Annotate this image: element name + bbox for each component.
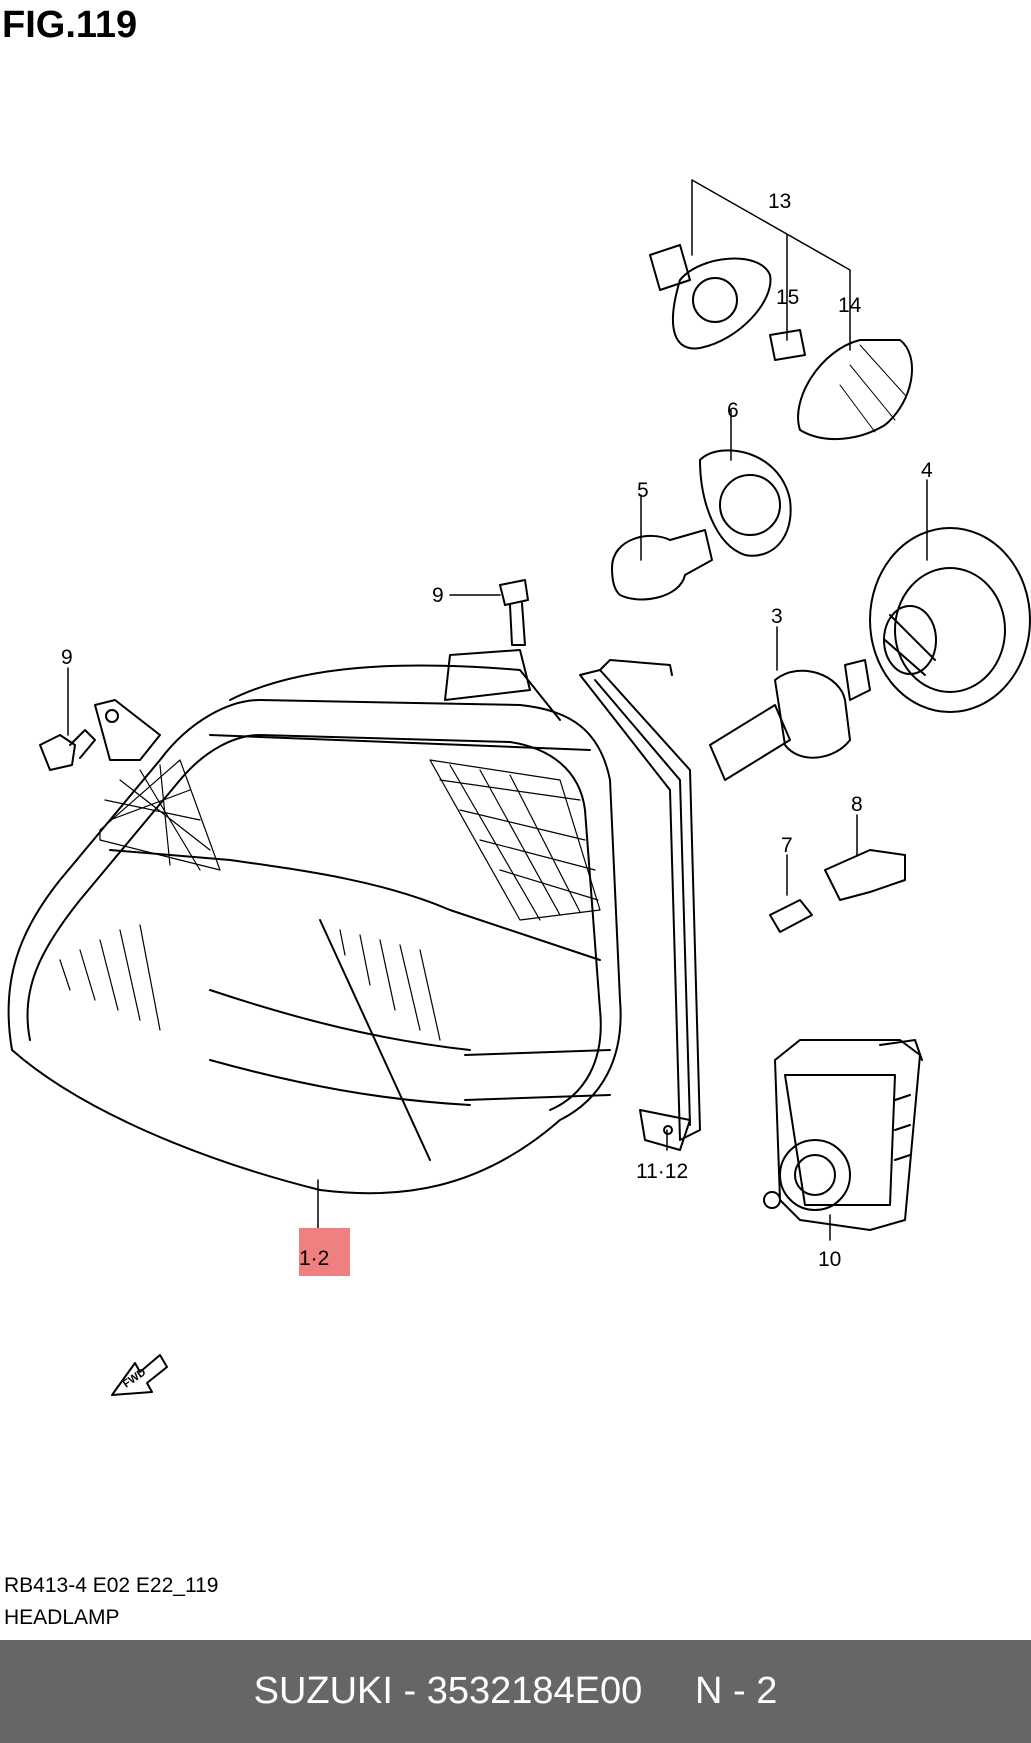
callout-3: 3 (771, 605, 783, 628)
small-bulbs-drawing (769, 849, 906, 933)
fwd-arrow-icon (111, 1354, 168, 1396)
socket-cover-drawing (869, 527, 1031, 713)
footer-bar: SUZUKI - 3532184E00 N - 2 (0, 1640, 1031, 1743)
callout-6: 6 (727, 399, 739, 422)
figure-caption: HEADLAMP (4, 1606, 120, 1629)
callout-14: 14 (838, 294, 862, 317)
bulb-socket-drawing (611, 449, 792, 601)
highlight-box (299, 1228, 350, 1276)
callout-15: 15 (776, 286, 799, 309)
footer-part-number: SUZUKI - 3532184E00 N - 2 (253, 1670, 778, 1712)
callout-7: 7 (781, 834, 793, 857)
callout-11-12: 11·12 (636, 1160, 688, 1183)
fog-lamp-unit-drawing (763, 1039, 923, 1231)
callout-10: 10 (818, 1248, 841, 1271)
callout-8: 8 (851, 793, 863, 816)
callout-4: 4 (921, 459, 933, 482)
callout-9-top: 9 (432, 584, 444, 607)
figure-code: RB413-4 E02 E22_119 (4, 1574, 219, 1597)
callout-5: 5 (637, 479, 649, 502)
callout-9-left: 9 (61, 646, 73, 669)
bolt-drawing (39, 579, 529, 771)
callout-labels: 13 15 14 6 5 4 9 9 3 8 7 11·12 10 1·2 FW… (61, 190, 933, 1390)
callout-lines (67, 179, 928, 1241)
figure-title: FIG.119 (2, 4, 138, 46)
callout-13: 13 (768, 190, 791, 213)
side-marker-socket-drawing (649, 244, 913, 441)
callout-1-2: 1·2 (299, 1247, 329, 1270)
headlight-bulb-drawing (709, 659, 871, 781)
headlamp-assembly-drawing (7, 649, 701, 1195)
